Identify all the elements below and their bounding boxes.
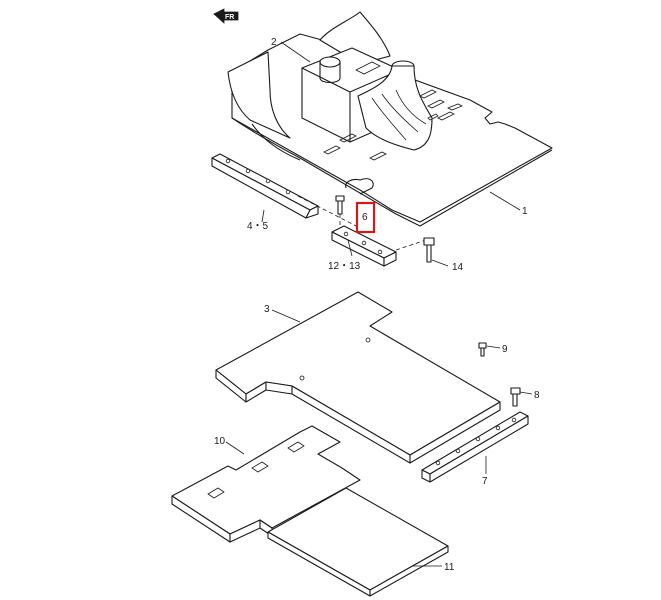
leader-lines bbox=[225, 41, 533, 567]
part-8-bolt[interactable] bbox=[510, 387, 521, 407]
part-1-floor-plate[interactable] bbox=[251, 123, 553, 227]
callout-1[interactable]: 1 bbox=[522, 206, 528, 217]
part-12-13-bracket[interactable] bbox=[331, 225, 427, 267]
callout-6[interactable]: 6 bbox=[362, 212, 368, 223]
callout-14[interactable]: 14 bbox=[452, 262, 464, 273]
part-14-bolt[interactable] bbox=[423, 237, 435, 263]
part-4-5-bracket[interactable] bbox=[211, 153, 361, 229]
callout-labels: 2 1 4・5 12・13 14 3 9 8 7 10 11 bbox=[214, 37, 540, 573]
part-10-floor-mat[interactable] bbox=[171, 425, 361, 543]
front-direction-arrow-icon: FR bbox=[213, 8, 239, 24]
callout-12-13[interactable]: 12・13 bbox=[328, 261, 361, 272]
part-2-floor-tunnel[interactable] bbox=[227, 11, 553, 223]
callout-3[interactable]: 3 bbox=[264, 304, 270, 315]
callout-7[interactable]: 7 bbox=[482, 476, 488, 487]
highlight-box bbox=[355, 201, 376, 234]
part-7-bracket[interactable] bbox=[421, 411, 529, 483]
callout-9[interactable]: 9 bbox=[502, 344, 508, 355]
callout-4-5[interactable]: 4・5 bbox=[247, 221, 269, 232]
callout-10[interactable]: 10 bbox=[214, 436, 226, 447]
highlighted-callout-6[interactable]: 6 bbox=[355, 201, 376, 234]
callout-8[interactable]: 8 bbox=[534, 390, 540, 401]
callout-11[interactable]: 11 bbox=[444, 562, 455, 573]
front-direction-label: FR bbox=[225, 14, 234, 21]
part-11-floor-mat[interactable] bbox=[267, 487, 449, 597]
part-3-floor-board[interactable] bbox=[215, 291, 501, 464]
callout-2[interactable]: 2 bbox=[271, 37, 277, 48]
part-9-screw[interactable] bbox=[478, 342, 487, 357]
